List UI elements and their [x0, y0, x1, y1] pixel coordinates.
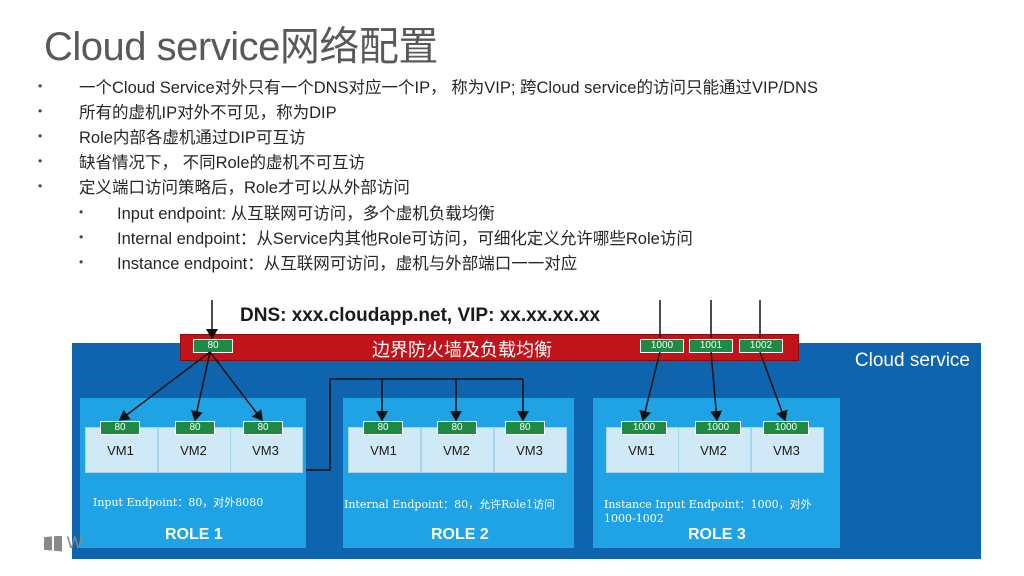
vm-label: VM1 — [628, 443, 655, 458]
vm-port-tag: 1000 — [695, 421, 741, 435]
windows-logo: W — [44, 533, 83, 553]
fw-port-tag: 1002 — [739, 339, 783, 353]
cloud-service-label: Cloud service — [854, 350, 970, 371]
vm-port-tag: 80 — [437, 421, 477, 435]
vm-label: VM1 — [107, 443, 134, 458]
role-3-endpoint-note-2: 1000-1002 — [604, 512, 664, 525]
bullet-dot: • — [38, 79, 43, 93]
bullet-2: 所有的虚机IP对外不可见，称为DIP — [79, 104, 337, 122]
dns-label: DNS: xxx.cloudapp.net, VIP: xx.xx.xx.xx — [240, 305, 601, 326]
vm-port-tag: 80 — [100, 421, 140, 435]
vm-port-tag: 1000 — [621, 421, 667, 435]
vm-label: VM3 — [773, 443, 800, 458]
firewall-label: 边界防火墙及负载均衡 — [372, 340, 552, 360]
sub-bullet-2: Internal endpoint：从Service内其他Role可访问，可细化… — [117, 230, 693, 248]
vm-port-tag: 80 — [363, 421, 403, 435]
vm-box — [230, 427, 303, 473]
sub-bullet-dot: • — [79, 205, 84, 219]
vm-label: VM2 — [700, 443, 727, 458]
sub-bullet-3: Instance endpoint：从互联网可访问，虚机与外部端口一一对应 — [117, 255, 578, 273]
role-1-endpoint-note: Input Endpoint：80，对外8080 — [93, 496, 264, 509]
fw-port-tag: 80 — [193, 339, 233, 353]
bullet-5: 定义端口访问策略后，Role才可以从外部访问 — [79, 179, 410, 197]
sub-bullet-dot: • — [79, 255, 84, 269]
vm-port-tag: 1000 — [763, 421, 809, 435]
role-2-name: ROLE 2 — [431, 526, 489, 543]
role-1-name: ROLE 1 — [165, 526, 223, 543]
bullet-4: 缺省情况下， 不同Role的虚机不可互访 — [79, 154, 366, 172]
fw-port-tag: 1000 — [640, 339, 684, 353]
bullet-dot: • — [38, 154, 43, 168]
vm-port-tag: 80 — [243, 421, 283, 435]
vm-label: VM2 — [443, 443, 470, 458]
sub-bullet-dot: • — [79, 230, 84, 244]
vm-label: VM3 — [516, 443, 543, 458]
logo-text: W — [66, 533, 83, 552]
sub-bullet-1: Input endpoint: 从互联网可访问，多个虚机负载均衡 — [117, 205, 495, 223]
vm-port-tag: 80 — [175, 421, 215, 435]
role-3-name: ROLE 3 — [688, 526, 746, 543]
bullet-1: 一个Cloud Service对外只有一个DNS对应一个IP， 称为VIP; 跨… — [79, 79, 818, 97]
slide-title: Cloud service网络配置 — [44, 25, 438, 69]
vm-label: VM1 — [370, 443, 397, 458]
role-3-endpoint-note: Instance Input Endpoint：1000，对外 — [604, 498, 812, 511]
vm-port-tag: 80 — [505, 421, 545, 435]
windows-flag-icon — [44, 535, 62, 552]
bullet-dot: • — [38, 179, 43, 193]
bullet-3: Role内部各虚机通过DIP可互访 — [79, 129, 306, 147]
vm-label: VM2 — [180, 443, 207, 458]
bullet-dot: • — [38, 104, 43, 118]
vm-label: VM3 — [252, 443, 279, 458]
role-2-endpoint-note: Internal Endpoint：80，允许Role1访问 — [344, 498, 556, 511]
bullet-dot: • — [38, 129, 43, 143]
